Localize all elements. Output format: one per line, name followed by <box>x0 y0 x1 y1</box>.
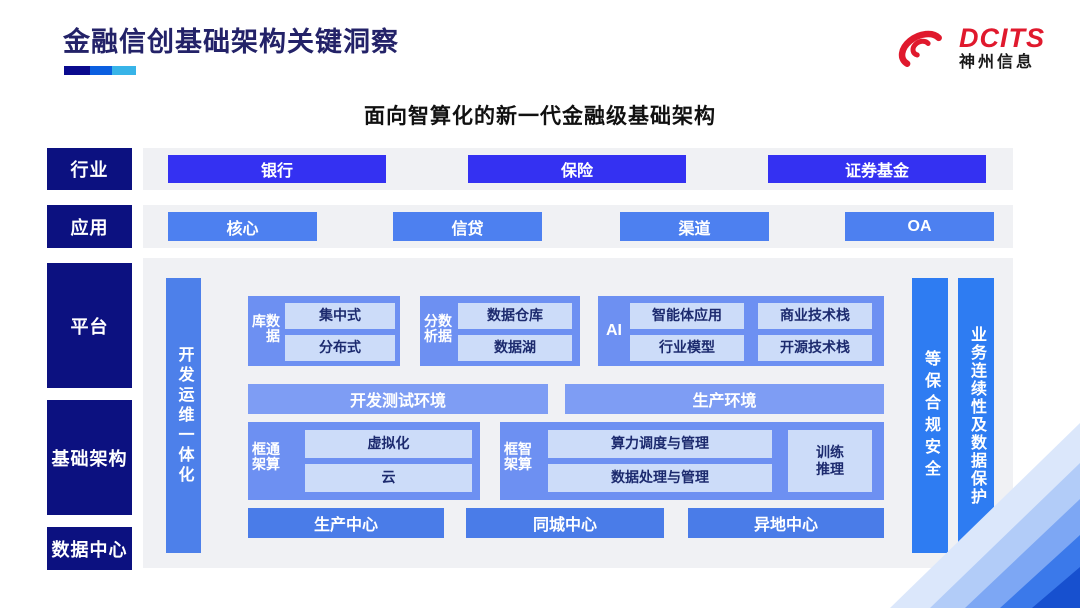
diagram-title: 面向智算化的新一代金融级基础架构 <box>364 105 716 128</box>
corner-decoration <box>890 423 1080 608</box>
intelligent-compute-scheduling: 算力调度与管理 <box>548 430 772 458</box>
intelligent-compute-label: 智算框架 <box>503 441 533 472</box>
title-underline-decoration <box>64 66 136 75</box>
database-item-distributed: 分布式 <box>285 335 395 361</box>
general-compute-virtualization: 虚拟化 <box>305 430 472 458</box>
category-industry: 行业 <box>47 148 132 190</box>
application-item-credit: 信贷 <box>393 212 542 241</box>
datacenter-samecity: 同城中心 <box>466 508 664 538</box>
database-item-centralized: 集中式 <box>285 303 395 329</box>
industry-item-securities: 证券基金 <box>768 155 986 183</box>
intelligent-compute-train-infer: 训练 推理 <box>788 430 872 492</box>
analytics-item-lake: 数据湖 <box>458 335 572 361</box>
ai-item-commercial-stack: 商业技术栈 <box>758 303 872 329</box>
env-devtest-bar: 开发测试环境 <box>248 384 548 414</box>
industry-item-bank: 银行 <box>168 155 386 183</box>
category-datacenter: 数据中心 <box>47 527 132 570</box>
application-item-core: 核心 <box>168 212 317 241</box>
business-continuity-bar: 业务连续性及数据保护 <box>958 278 994 553</box>
category-platform: 平台 <box>47 263 132 388</box>
application-item-channel: 渠道 <box>620 212 769 241</box>
ai-item-opensource-stack: 开源技术栈 <box>758 335 872 361</box>
database-group: 数据库 集中式 分布式 <box>248 296 400 366</box>
analytics-item-warehouse: 数据仓库 <box>458 303 572 329</box>
intelligent-compute-dataproc: 数据处理与管理 <box>548 464 772 492</box>
env-production-bar: 生产环境 <box>565 384 884 414</box>
category-infrastructure: 基础架构 <box>47 400 132 515</box>
logo-company-text: 神州信息 <box>959 53 1036 71</box>
ai-item-agent-app: 智能体应用 <box>630 303 744 329</box>
analytics-group-label: 数据分析 <box>423 313 453 344</box>
analytics-group: 数据分析 数据仓库 数据湖 <box>420 296 580 366</box>
page-title: 金融信创基础架构关键洞察 <box>63 27 399 57</box>
application-item-oa: OA <box>845 212 994 241</box>
general-compute-group: 通算框架 虚拟化 云 <box>248 422 480 500</box>
intelligent-compute-group: 智算框架 算力调度与管理 数据处理与管理 训练 推理 <box>500 422 884 500</box>
ai-item-industry-model: 行业模型 <box>630 335 744 361</box>
datacenter-remote: 异地中心 <box>688 508 884 538</box>
datacenter-production: 生产中心 <box>248 508 444 538</box>
devops-vertical-bar: 开发运维一体化 <box>166 278 201 553</box>
database-group-label: 数据库 <box>251 313 281 344</box>
general-compute-label: 通算框架 <box>251 441 281 472</box>
company-logo: DCITS 神州信息 <box>893 16 1053 80</box>
general-compute-cloud: 云 <box>305 464 472 492</box>
category-application: 应用 <box>47 205 132 248</box>
ai-group: AI 智能体应用 商业技术栈 行业模型 开源技术栈 <box>598 296 884 366</box>
dcits-swirl-icon <box>898 30 942 67</box>
security-compliance-bar: 等保合规安全 <box>912 278 948 553</box>
ai-group-label: AI <box>606 322 622 339</box>
logo-brand-text: DCITS <box>959 23 1045 54</box>
industry-item-insurance: 保险 <box>468 155 686 183</box>
